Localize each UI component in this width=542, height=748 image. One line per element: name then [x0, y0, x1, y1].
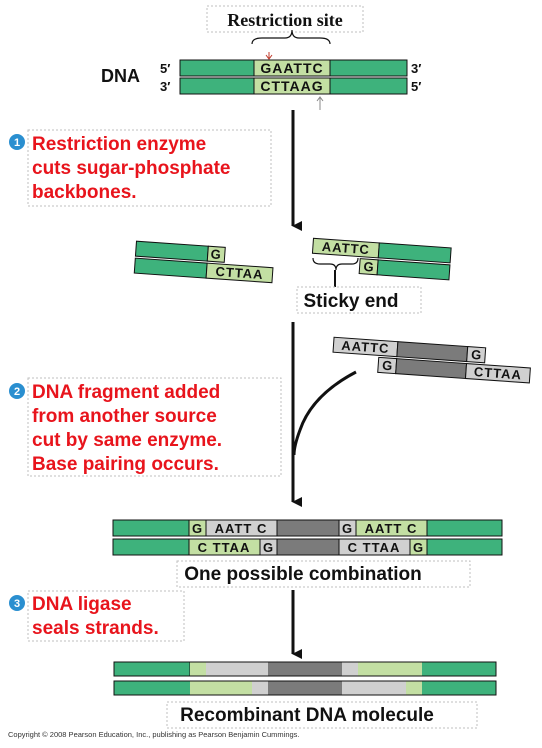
recombinant-label-box	[166, 701, 478, 729]
comb-bottom-g2-text: G	[413, 540, 423, 555]
step-1-text-box	[27, 129, 272, 207]
foreign-fragment-bottom-sequence-right: CTTAA	[473, 364, 522, 382]
step-1-line-3: backbones.	[32, 182, 137, 203]
recomb-top-light-green-1	[190, 662, 206, 676]
recomb-bottom-light-green-1	[190, 681, 252, 695]
left-fragment-bottom-strand	[133, 257, 208, 279]
comb-top-aattc2-text: AATT C	[365, 521, 418, 536]
dna-bottom-sequence: CTTAAG	[260, 78, 323, 94]
recomb-bottom-light-green-2	[406, 681, 422, 695]
recomb-top-gray	[268, 662, 342, 676]
step-3-line-2: seals strands.	[32, 618, 159, 639]
right-fragment: AATTC G	[311, 237, 452, 281]
right-fragment-bottom-sequence: G	[363, 259, 374, 275]
sticky-end-brace	[312, 257, 359, 271]
foreign-fragment-curve-arrow	[292, 370, 357, 456]
bottom-strand-three-prime: 3′	[160, 79, 170, 94]
step-3-line-1: DNA ligase	[32, 594, 132, 615]
recomb-bottom-light-gray-2	[342, 681, 406, 695]
step-2-line-3: cut by same enzyme.	[32, 430, 222, 451]
step-3-number: 3	[14, 598, 20, 610]
comb-top-g2-text: G	[342, 521, 352, 536]
foreign-fragment-bottom-sequence-left: G	[382, 358, 393, 374]
step-3-text-box	[27, 590, 185, 642]
recomb-top-green-right	[422, 662, 496, 676]
recomb-bottom-outline	[113, 680, 497, 696]
recomb-top-light-green-2	[358, 662, 422, 676]
restriction-site-label: Restriction site	[227, 10, 342, 30]
left-fragment: G CTTAA	[133, 240, 274, 284]
step-1-number: 1	[14, 137, 20, 149]
bottom-strand-five-prime: 5′	[411, 79, 421, 94]
foreign-fragment-bottom-strand	[395, 358, 468, 380]
recombinant-label: Recombinant DNA molecule	[180, 705, 434, 726]
step-2-line-1: DNA fragment added	[32, 382, 220, 403]
recomb-bottom-gray	[268, 681, 342, 695]
foreign-fragment: AATTC G G CTTAA	[332, 336, 531, 384]
dna-bottom-strand-left	[179, 77, 255, 95]
recomb-top-green-left	[113, 661, 191, 677]
step-2-line-4: Base pairing occurs.	[32, 454, 219, 475]
recomb-top-outline	[113, 661, 497, 677]
cut-indicator-top	[265, 52, 273, 60]
restriction-site-brace	[251, 29, 331, 45]
comb-top-g1-text: G	[192, 521, 202, 536]
dna-bottom-strand-right	[329, 77, 408, 95]
foreign-fragment-top-sequence-left: AATTC	[341, 338, 390, 356]
restriction-site-label-box	[206, 5, 364, 33]
comb-top-aattc1-text: AATT C	[215, 521, 268, 536]
comb-top-green-left	[112, 519, 190, 537]
left-fragment-bottom-sequence: CTTAA	[215, 264, 264, 282]
dna-top-strand-left	[179, 59, 255, 77]
copyright-notice: Copyright © 2008 Pearson Education, Inc.…	[8, 730, 300, 739]
recomb-top-light-gray-2	[342, 662, 358, 676]
step-1-badge	[9, 134, 25, 150]
right-fragment-top-strand	[377, 242, 452, 264]
step-2-number: 2	[14, 386, 20, 398]
step-3-badge	[9, 595, 25, 611]
step-2-line-2: from another source	[32, 406, 217, 427]
step-1-line-2: cuts sugar-phosphate	[32, 158, 230, 179]
cut-indicator-bottom	[316, 96, 324, 110]
right-fragment-bottom-strand	[376, 259, 451, 281]
left-fragment-bottom-site	[205, 262, 274, 284]
foreign-fragment-top-sequence-right: G	[471, 347, 482, 363]
comb-top-gray-strand	[276, 519, 340, 537]
sticky-end-label: Sticky end	[303, 291, 398, 312]
recomb-bottom-green-left	[114, 681, 190, 695]
foreign-fragment-bottom-site-right	[464, 362, 531, 384]
foreign-fragment-top-strand	[396, 341, 469, 363]
right-fragment-top-sequence: AATTC	[321, 239, 370, 257]
left-fragment-top-sequence: G	[210, 246, 221, 262]
sticky-end-label-box	[296, 286, 422, 314]
dna-top-sequence: GAATTC	[260, 60, 323, 76]
combination-molecule: G AATT C G AATT C C TTAA G C TTAA G	[112, 519, 503, 556]
dna-top-strand-right	[329, 59, 408, 77]
comb-bottom-cttaa2-text: C TTAA	[348, 540, 401, 555]
dna-label: DNA	[101, 66, 140, 86]
comb-top-green-right	[426, 519, 503, 537]
comb-bottom-green-right	[426, 538, 503, 556]
top-strand-five-prime: 5′	[160, 61, 170, 76]
recomb-bottom-green-right	[422, 681, 496, 695]
foreign-fragment-top-site-right	[466, 346, 487, 364]
comb-bottom-green-left	[112, 538, 190, 556]
top-strand-three-prime: 3′	[411, 61, 421, 76]
comb-bottom-gray-strand	[276, 538, 340, 556]
comb-bottom-cttaa1-text: C TTAA	[198, 540, 251, 555]
step-1-line-1: Restriction enzyme	[32, 134, 206, 155]
combination-label-box	[176, 560, 471, 588]
recomb-top-light-gray-1	[206, 662, 268, 676]
combination-label: One possible combination	[184, 564, 422, 585]
recombinant-molecule	[113, 661, 497, 696]
left-fragment-top-strand	[134, 240, 209, 262]
comb-bottom-g1-text: G	[263, 540, 273, 555]
step-2-text-box	[27, 377, 282, 477]
left-fragment-top-site	[206, 245, 226, 263]
step-2-badge	[9, 383, 25, 399]
recomb-bottom-light-gray-1	[252, 681, 268, 695]
